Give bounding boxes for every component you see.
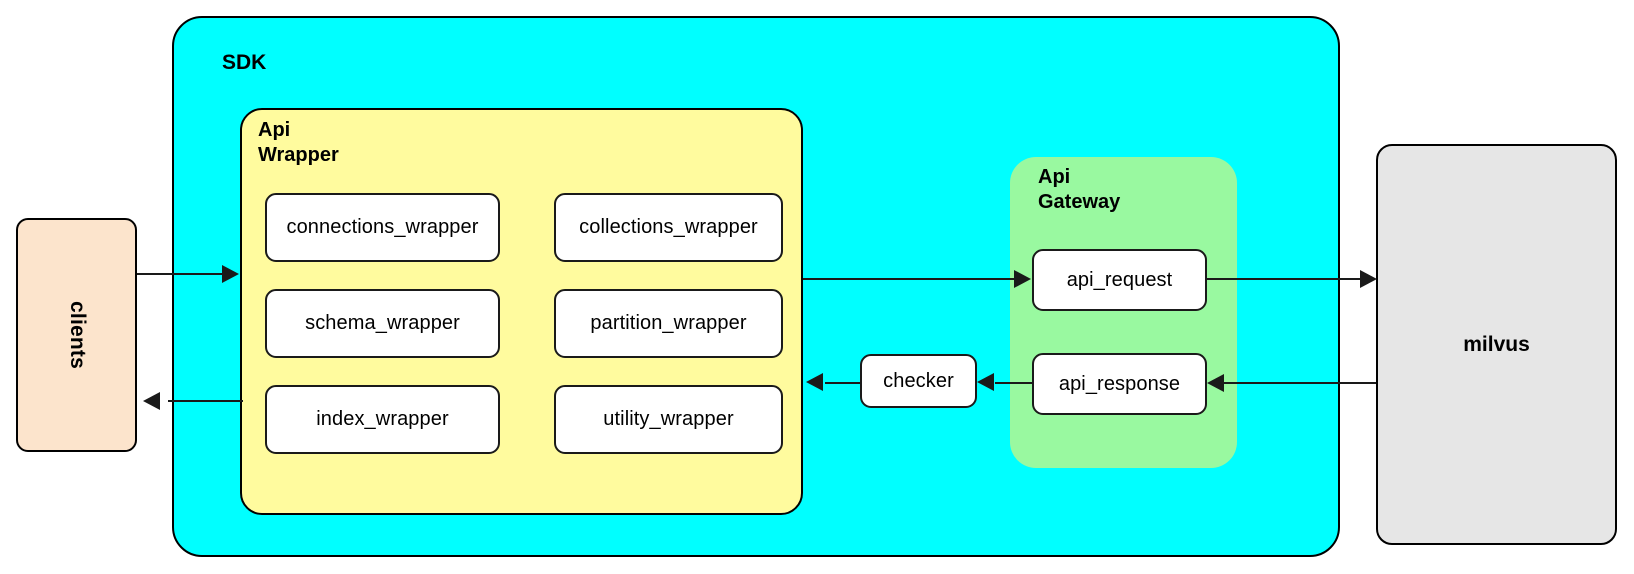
node-collections-wrapper[interactable]: collections_wrapper [554,193,783,262]
node-milvus-label: milvus [1463,332,1530,356]
node-utility-wrapper-label: utility_wrapper [603,408,734,430]
node-partition-wrapper-label: partition_wrapper [590,312,747,334]
edge-line [168,400,243,402]
node-index-wrapper[interactable]: index_wrapper [265,385,500,454]
arrow-head-left-icon [806,373,823,391]
node-api-response-label: api_response [1058,372,1181,395]
node-api-request[interactable]: api_request [1032,249,1207,311]
node-checker[interactable]: checker [860,354,977,408]
edge-line [137,273,227,275]
node-checker-label: checker [883,369,954,392]
edge-line [1207,278,1372,280]
node-api-wrapper-label-line1: Api [258,119,291,141]
node-index-wrapper-label: index_wrapper [316,408,449,430]
edge-line [825,382,860,384]
node-api-response[interactable]: api_response [1032,353,1207,415]
node-milvus[interactable]: milvus [1376,144,1617,545]
node-utility-wrapper[interactable]: utility_wrapper [554,385,783,454]
node-clients-label: clients [65,301,89,369]
node-api-wrapper-label-line2: Wrapper [258,144,339,166]
node-clients[interactable]: clients [16,218,137,452]
node-partition-wrapper[interactable]: partition_wrapper [554,289,783,358]
edge-line [1216,382,1376,384]
arrow-head-right-icon [1360,270,1377,288]
node-api-gateway-label-line1: Api [1038,166,1071,188]
node-api-gateway-label-line2: Gateway [1038,191,1121,213]
node-sdk-label: SDK [222,51,267,74]
node-connections-wrapper-label: connections_wrapper [286,216,479,238]
node-api-request-label: api_request [1066,268,1173,291]
node-collections-wrapper-label: collections_wrapper [579,216,758,238]
node-schema-wrapper-label: schema_wrapper [305,312,460,334]
arrow-head-left-icon [1207,374,1224,392]
edge-line [803,278,1025,280]
edge-line [995,382,1032,384]
arrow-head-right-icon [1014,270,1031,288]
arrow-head-left-icon [143,392,160,410]
arrow-head-left-icon [977,373,994,391]
node-connections-wrapper[interactable]: connections_wrapper [265,193,500,262]
node-schema-wrapper[interactable]: schema_wrapper [265,289,500,358]
arrow-head-right-icon [222,265,239,283]
